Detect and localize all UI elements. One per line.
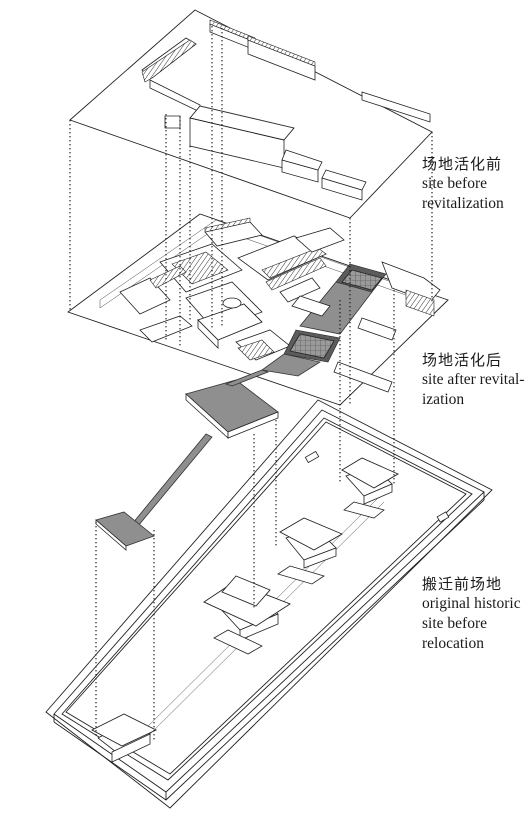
paved-courtyards — [260, 261, 441, 393]
label-after-revitalization: 场地活化后 site after revital- ization — [422, 350, 524, 410]
label-original-site: 搬迁前场地 original historic site before relo… — [422, 574, 521, 654]
hall-gate — [91, 713, 158, 763]
label-before-revitalization: 场地活化前 site before revitalization — [422, 154, 504, 214]
plane-middle — [67, 213, 449, 406]
label-after-en-2: ization — [422, 391, 465, 408]
label-original-en-1: original historic — [422, 595, 521, 612]
label-after-zh: 场地活化后 — [422, 351, 503, 369]
main-hall — [203, 575, 291, 655]
long-walkway — [131, 433, 213, 527]
layer-after-revitalization — [67, 213, 449, 551]
plane-bottom — [45, 399, 493, 809]
projection-lines — [69, 26, 433, 742]
label-before-en-2: revitalization — [422, 195, 504, 212]
new-plaza-walkway — [95, 369, 279, 551]
middle-hall — [277, 517, 344, 585]
label-before-en-1: site before — [422, 175, 487, 192]
label-original-en-2: site before — [422, 615, 487, 632]
layer-original-site — [45, 399, 493, 809]
label-before-zh: 场地活化前 — [422, 155, 503, 173]
rear-hall — [341, 457, 399, 519]
layer-before-revitalization — [69, 9, 433, 219]
existing-buildings-top — [141, 19, 431, 201]
label-original-en-3: relocation — [422, 635, 484, 652]
compound-wall — [53, 409, 485, 801]
label-after-en-1: site after revital- — [422, 371, 525, 388]
label-original-zh: 搬迁前场地 — [422, 575, 503, 593]
